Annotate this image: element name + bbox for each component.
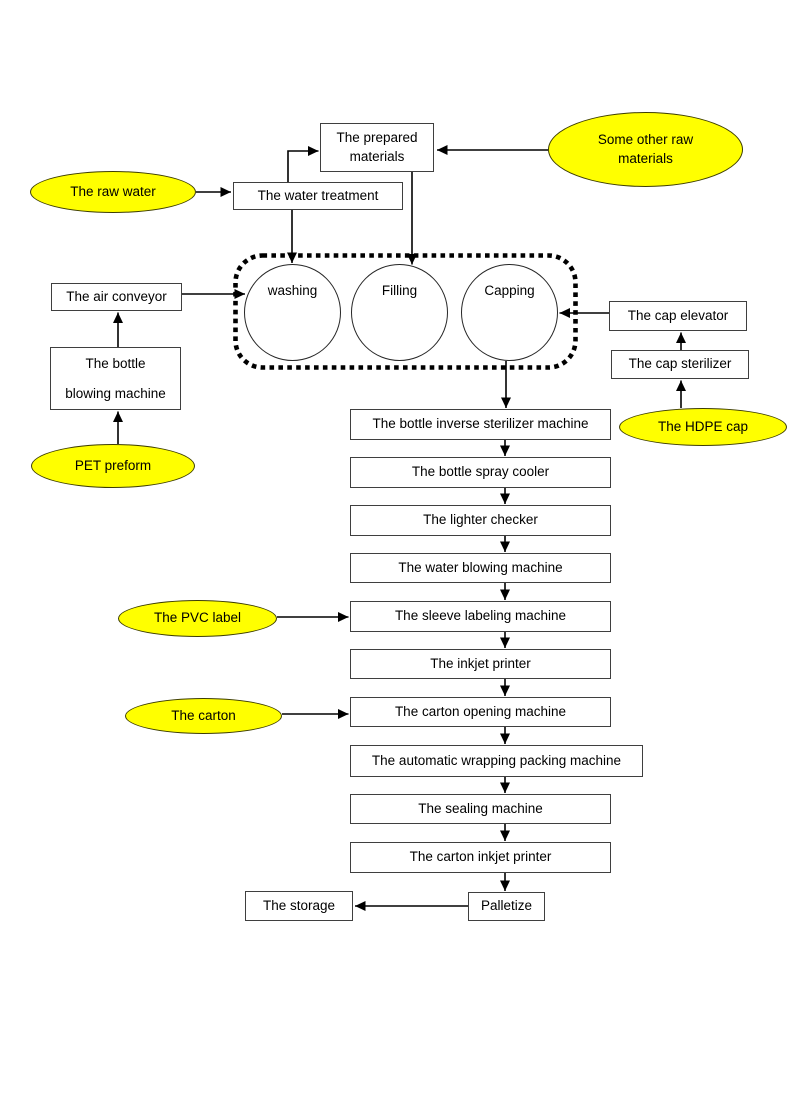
node-label: The bottle spray cooler: [411, 464, 550, 480]
node-automatic-wrapping-packing-machine: The automatic wrapping packing machine: [350, 745, 643, 777]
node-label: The storage: [262, 897, 336, 913]
node-filling: Filling: [351, 264, 448, 361]
flow-arrows: [113, 145, 686, 911]
node-label: The air conveyor: [66, 288, 167, 304]
node-washing: washing: [244, 264, 341, 361]
node-label: The PVC label: [153, 610, 242, 626]
node-lighter-checker: The lighter checker: [350, 505, 611, 536]
dotted-group-border: [233, 253, 578, 370]
node-label: The HDPE cap: [657, 418, 749, 434]
node-cap-elevator: The cap elevator: [609, 301, 747, 331]
node-bottle-inverse-sterilizer-machine: The bottle inverse sterilizer machine: [350, 409, 611, 440]
node-carton-opening-machine: The carton opening machine: [350, 697, 611, 727]
node-palletize: Palletize: [468, 892, 545, 921]
node-label: The cap sterilizer: [628, 356, 732, 372]
node-bottle-spray-cooler: The bottle spray cooler: [350, 457, 611, 488]
node-sealing-machine: The sealing machine: [350, 794, 611, 824]
node-prepared-materials: The prepared materials: [320, 123, 434, 172]
node-water-blowing-machine: The water blowing machine: [350, 553, 611, 583]
node-label: The bottle inverse sterilizer machine: [372, 416, 589, 432]
node-capping: Capping: [461, 264, 558, 361]
node-label: The carton: [171, 707, 236, 723]
node-label: Filling: [381, 283, 418, 298]
node-water-treatment: The water treatment: [233, 182, 403, 210]
node-cap-sterilizer: The cap sterilizer: [611, 350, 749, 379]
node-label-line1: The bottle: [85, 355, 146, 371]
node-hdpe-cap: The HDPE cap: [619, 408, 787, 446]
node-carton-inkjet-printer: The carton inkjet printer: [350, 842, 611, 873]
node-pet-preform: PET preform: [31, 444, 195, 488]
node-storage: The storage: [245, 891, 353, 921]
node-label: The lighter checker: [423, 512, 538, 528]
node-carton: The carton: [125, 698, 282, 734]
node-label-line2: blowing machine: [65, 385, 166, 401]
node-label: The carton opening machine: [394, 703, 567, 719]
node-label: Palletize: [480, 898, 533, 914]
node-sleeve-labeling-machine: The sleeve labeling machine: [350, 601, 611, 632]
node-label: The inkjet printer: [430, 655, 531, 671]
node-label: The carton inkjet printer: [409, 849, 552, 865]
node-pvc-label: The PVC label: [118, 600, 277, 637]
node-label: The prepared materials: [336, 129, 418, 164]
node-bottle-blowing-machine: The bottle blowing machine: [50, 347, 181, 410]
node-label: washing: [267, 283, 318, 298]
node-label: The sealing machine: [418, 800, 543, 816]
node-label: The sleeve labeling machine: [394, 608, 567, 624]
node-raw-water: The raw water: [30, 171, 196, 213]
node-label: The cap elevator: [627, 307, 729, 323]
node-label: The automatic wrapping packing machine: [371, 752, 622, 768]
node-label: PET preform: [74, 457, 152, 473]
node-air-conveyor: The air conveyor: [51, 283, 182, 311]
node-inkjet-printer: The inkjet printer: [350, 649, 611, 679]
node-label: Capping: [484, 283, 535, 298]
node-label: The water blowing machine: [398, 559, 563, 575]
node-some-other-raw-materials: Some other raw materials: [548, 112, 743, 187]
node-label: Some other raw materials: [597, 131, 694, 166]
node-label: The raw water: [70, 183, 156, 199]
node-label: The water treatment: [257, 187, 379, 203]
